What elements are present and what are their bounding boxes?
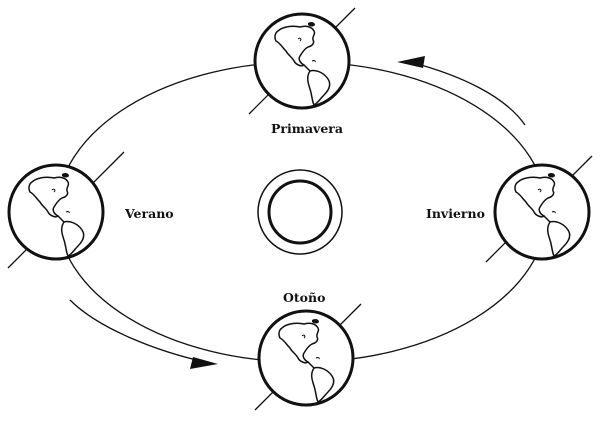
season-label-summer: Verano [125,206,174,221]
orbit-arrow-icon [69,299,218,369]
earth-globe-icon [254,303,362,411]
season-label-winter: Invierno [426,206,485,221]
season-label-spring: Primavera [271,121,343,136]
earth-globe-icon [248,7,356,115]
orbit-arrow-icon [397,56,526,126]
earth-globe-icon [485,155,593,263]
sun-icon [257,169,343,255]
season-label-autumn: Otoño [283,290,326,305]
earth-globe-icon [7,151,125,269]
